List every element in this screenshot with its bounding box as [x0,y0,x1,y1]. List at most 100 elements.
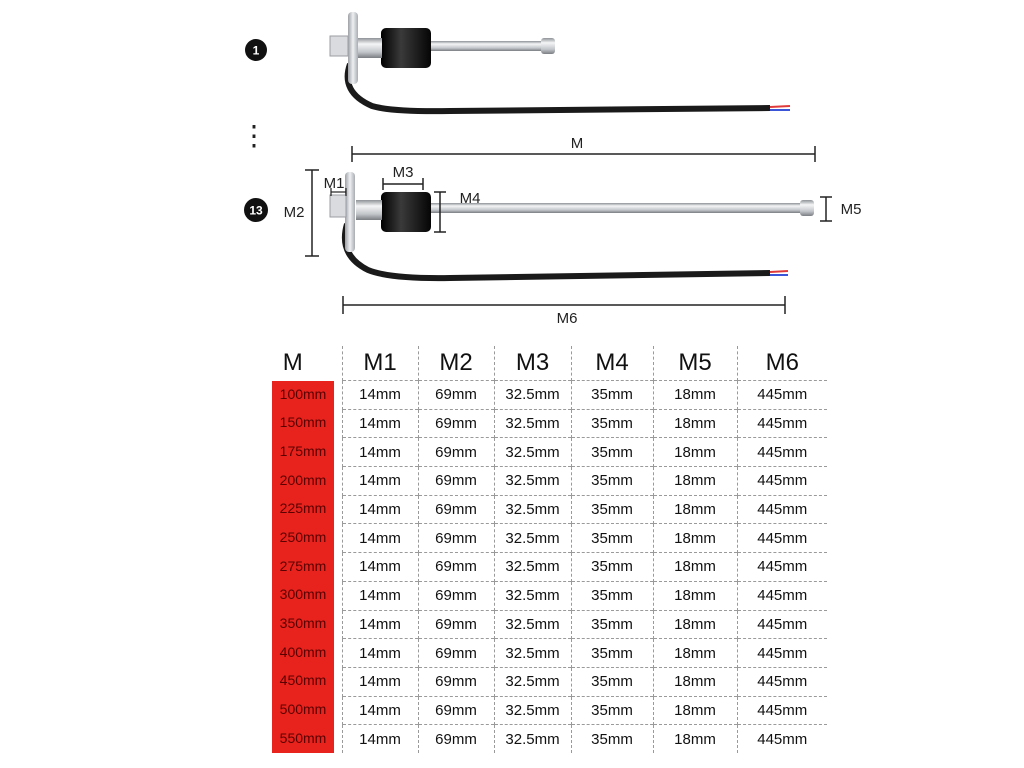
length-cell: 500mm [244,696,343,725]
length-value: 250mm [272,523,334,553]
length-value: 400mm [272,638,334,668]
dimension-m6-label: M6 [557,310,578,327]
dimension-m6 [342,296,786,314]
dimension-cell: 35mm [571,380,654,410]
dimension-cell: 14mm [342,724,419,753]
dimension-cell: 14mm [342,380,419,410]
dimension-cell: 18mm [653,609,738,639]
dimension-cell: 35mm [571,494,654,524]
dimension-cell: 14mm [342,666,419,697]
dimension-cell: 35mm [571,638,654,668]
dimension-m-label: M [571,135,584,152]
length-value: 150mm [272,409,334,438]
dimension-cell: 32.5mm [494,638,572,668]
dimension-cell: 32.5mm [494,552,572,582]
dimension-cell: 35mm [571,666,654,697]
dimension-m5 [820,196,832,222]
dimension-cell: 32.5mm [494,437,572,467]
svg-text:13: 13 [249,204,263,218]
dimension-cell: 35mm [571,609,654,639]
dimension-cell: 445mm [737,466,827,496]
dimension-m5-label: M5 [841,201,862,218]
dimension-cell: 69mm [418,638,495,668]
dimension-cell: 35mm [571,408,654,438]
length-value: 100mm [272,380,334,410]
dimension-cell: 14mm [342,466,419,496]
length-cell: 275mm [244,552,343,582]
sensor-long-illustration [329,172,814,282]
dimension-cell: 445mm [737,609,827,639]
dimension-cell: 445mm [737,437,827,467]
length-value: 500mm [272,696,334,725]
length-value: 350mm [272,610,334,639]
dimension-cell: 35mm [571,552,654,582]
dimension-cell: 18mm [653,380,738,410]
dimension-cell: 69mm [418,494,495,524]
dimension-cell: 35mm [571,523,654,553]
sensor-short-illustration [329,12,791,115]
dimension-m2 [305,169,319,257]
dimension-cell: 445mm [737,724,827,753]
dimension-cell: 18mm [653,523,738,553]
dimension-cell: 14mm [342,638,419,668]
dimension-cell: 14mm [342,408,419,438]
dimension-m2-label: M2 [284,204,305,221]
dimension-cell: 69mm [418,552,495,582]
dimension-cell: 69mm [418,666,495,697]
dimension-cell: 445mm [737,523,827,553]
dimension-cell: 14mm [342,437,419,467]
dimension-cell: 35mm [571,724,654,753]
column-header-m3: M3 [494,346,572,381]
length-cell: 250mm [244,523,343,553]
sensor-dimension-diagram: 1 ⋮ 13 M [240,12,862,327]
dimension-cell: 32.5mm [494,666,572,697]
dimension-cell: 32.5mm [494,466,572,496]
dimension-m4-label: M4 [460,190,481,207]
length-cell: 550mm [244,724,343,753]
dimension-cell: 69mm [418,724,495,753]
length-cell: 175mm [244,437,343,467]
dimension-cell: 18mm [653,580,738,610]
dimension-cell: 35mm [571,580,654,610]
dimension-m3-label: M3 [393,164,414,181]
variants-ellipsis: ⋮ [240,120,268,151]
column-header-m1: M1 [342,346,419,381]
length-value: 225mm [272,495,334,524]
column-header-m2: M2 [418,346,495,381]
length-value: 275mm [272,552,334,582]
length-value: 300mm [272,581,334,610]
dimension-cell: 445mm [737,408,827,438]
svg-text:1: 1 [253,44,260,58]
dimension-m3 [382,178,424,190]
dimension-cell: 35mm [571,437,654,467]
length-cell: 225mm [244,495,343,524]
dimension-cell: 69mm [418,380,495,410]
dimension-cell: 69mm [418,695,495,725]
length-cell: 150mm [244,409,343,438]
length-value: 450mm [272,667,334,697]
dimension-cell: 18mm [653,666,738,697]
dimension-cell: 18mm [653,437,738,467]
length-cell: 300mm [244,581,343,610]
dimension-cell: 445mm [737,695,827,725]
dimension-cell: 445mm [737,380,827,410]
length-cell: 450mm [244,667,343,697]
length-value: 550mm [272,724,334,753]
dimension-cell: 18mm [653,466,738,496]
dimension-cell: 18mm [653,494,738,524]
dimension-cell: 69mm [418,580,495,610]
dimension-cell: 445mm [737,494,827,524]
dimension-cell: 14mm [342,552,419,582]
dimension-cell: 69mm [418,408,495,438]
dimension-cell: 69mm [418,523,495,553]
